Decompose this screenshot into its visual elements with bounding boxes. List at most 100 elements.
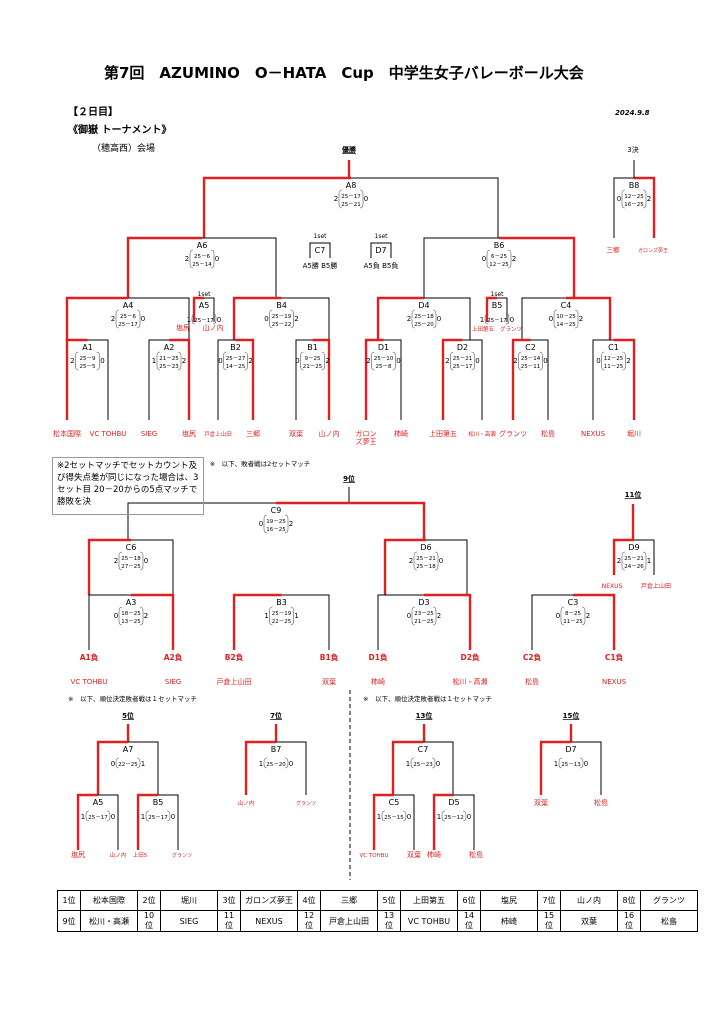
set-score: 25－21 [624,556,644,562]
set-score: 25－20 [266,762,286,768]
leg-D9-right [634,539,655,575]
setcount-right: 0 [439,557,443,565]
rank-team: 塩尻 [480,890,538,911]
set-score: 12－25 [604,356,624,362]
match-id-A5: A5 [93,798,104,807]
set-score: 25－14 [192,262,212,268]
loser-label-1: A1負 [80,652,99,662]
set-score: 25－15 [384,815,404,821]
rank-position: 4位 [297,890,321,911]
set-score: 9－25 [305,356,321,362]
match-id-D3: D3 [418,598,429,607]
set-score: 25－6 [194,254,210,260]
low-d5-right: 松島 [469,850,483,859]
b5-oneset: 1set [491,291,505,298]
set-score: 25－17 [453,364,473,370]
setcount-right: 2 [248,357,252,365]
set-score: 13－25 [121,619,141,625]
low-b5-right: グランツ [172,852,192,859]
set-score: 25－17 [148,815,168,821]
low-b7-left: 山ノ内 [238,799,255,807]
set-score: 10－25 [556,314,576,320]
mid-team-3: 戸倉上山田 [217,677,252,686]
leg-A8-right [351,177,499,238]
score-bracket [621,189,647,209]
rank-team: 三郷 [320,890,378,911]
setcount-left: 2 [617,557,621,565]
setcount-right: 0 [141,315,145,323]
leg-A2-left [148,339,169,420]
setcount-left: 0 [549,315,553,323]
setcount-right: 2 [437,612,441,620]
setcount-left: 1 [152,357,156,365]
score-bracket [484,313,510,325]
low-b5-left: 上田5 [133,851,148,859]
loser-label-4: B1負 [320,652,339,662]
venue-label: （穂高西）会場 [92,144,156,154]
rank-team: SIEG [160,910,218,932]
thirteenth-label: 13位 [416,711,433,720]
setcount-right: 1 [294,612,298,620]
leg-B2-left [217,339,236,420]
low-c5-left: VC TOHBU [360,853,389,859]
match-id-D2: D2 [457,343,468,352]
mid-team-8: NEXUS [602,678,627,686]
match-id-A4: A4 [123,301,134,310]
rank-team: 双葉 [560,910,618,932]
score-bracket [189,249,215,269]
setcount-right: 0 [396,357,400,365]
leg-C1-left [592,339,614,420]
rank-position: 2位 [137,890,161,911]
leg-A1-right [87,339,109,420]
match-id-B2: B2 [230,343,241,352]
rank-team: グランツ [640,890,698,911]
setcount-right: 0 [364,195,368,203]
set-score: 16－25 [266,527,286,533]
set-score: 25－19 [272,611,292,617]
rank-team: 山ノ内 [560,890,618,911]
leg-C2-right [530,339,549,420]
match-id-C7-top: C7 [315,246,326,255]
a5-oneset: 1set [198,291,212,298]
c7-oneset: 1set [314,233,328,240]
set-score: 25－11 [521,364,541,370]
match-id-A1: A1 [82,343,93,352]
setcount-left: 0 [407,612,411,620]
score-bracket [558,757,584,769]
leg-D7-right [571,741,602,795]
score-bracket [553,309,579,329]
setcount-right: 2 [294,315,298,323]
loser-label-7: C2負 [523,652,542,662]
rank-team: 松川・高瀬 [80,910,138,932]
leg-D5-left [432,793,454,850]
match-id-A7: A7 [123,745,134,754]
match-id-C4: C4 [561,301,572,310]
leg-D7-left [539,740,571,795]
match-id-D4: D4 [418,301,429,310]
match-id-D6: D6 [420,543,431,552]
score-bracket [441,810,467,822]
mid-team-7: 松島 [525,677,539,686]
leg-A6-left [126,236,202,298]
leg-C6-right [131,539,174,595]
rank-position: 14位 [457,910,481,932]
match-id-B3: B3 [276,598,287,607]
setcount-left: 0 [264,315,268,323]
loser-label-5: D1負 [369,652,388,662]
setcount-right: 2 [182,357,186,365]
rank-team: 松本国際 [80,890,138,911]
mid-team-6: 松川・高瀬 [453,677,488,686]
set-score: 21－25 [414,619,434,625]
page-title: 第7回 AZUMINO O－HATA Cup 中学生女子バレーボール大会 [104,64,584,82]
low-a5-left: 塩尻 [71,850,85,859]
team-10: 柿崎 [394,429,408,438]
team-6: 三郷 [246,429,260,438]
leg-D3-left [377,594,424,650]
set-score: 6－25 [491,254,507,260]
setcount-right: 1 [647,557,651,565]
setcount-left: 1 [141,813,145,821]
leg-A3-left [88,594,131,650]
leg-B5-left [136,793,158,850]
